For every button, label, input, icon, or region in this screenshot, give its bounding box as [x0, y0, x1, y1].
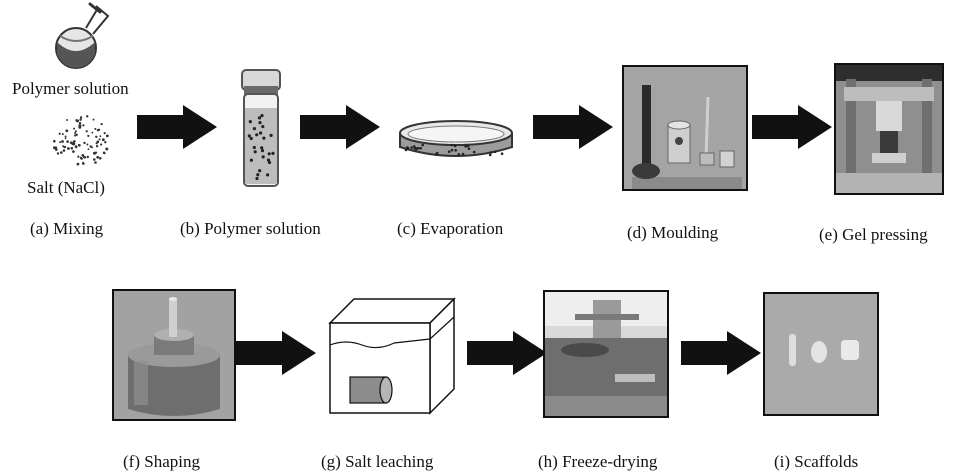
right-arrow-icon: [752, 105, 832, 149]
shaping-photo: [112, 289, 236, 421]
caption-a: (a) Mixing: [30, 219, 104, 238]
caption-b: (b) Polymer solution: [180, 219, 321, 238]
salt-label: Salt (NaCl): [27, 178, 105, 197]
caption-d: (d) Moulding: [627, 223, 719, 242]
right-arrow-icon: [681, 331, 761, 375]
caption-i: (i) Scaffolds: [774, 452, 859, 471]
moulding-photo: [622, 65, 748, 191]
polymer-solution-label: Polymer solution: [12, 79, 129, 98]
caption-e: (e) Gel pressing: [819, 225, 928, 244]
salt-leaching-icon: [328, 297, 456, 415]
freeze-dryer-photo: [543, 290, 669, 418]
caption-g: (g) Salt leaching: [321, 452, 434, 471]
caption-h: (h) Freeze-drying: [538, 452, 658, 471]
caption-c: (c) Evaporation: [397, 219, 504, 238]
vial-icon: [241, 69, 281, 187]
right-arrow-icon: [533, 105, 613, 149]
petri-dish-icon: [399, 120, 513, 157]
gel-press-photo: [834, 63, 944, 195]
caption-f: (f) Shaping: [123, 452, 200, 471]
right-arrow-icon: [300, 105, 380, 149]
scaffolds-photo: [763, 292, 879, 416]
right-arrow-icon: [467, 331, 547, 375]
right-arrow-icon: [137, 105, 217, 149]
salt-particles-icon: [53, 115, 109, 166]
right-arrow-icon: [236, 331, 316, 375]
flask-icon: [55, 2, 110, 69]
